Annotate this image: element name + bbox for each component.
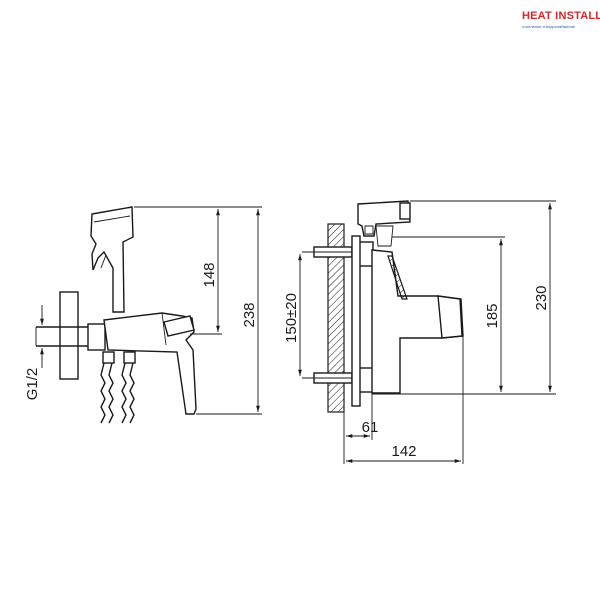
front-view: 148 238 G1/2 [24, 206, 262, 424]
dim-side-body-height: 185 [484, 303, 501, 328]
side-wall [327, 223, 345, 413]
dim-side-wall-offset: 61 [362, 419, 379, 436]
dim-side-total-height: 230 [533, 285, 550, 310]
side-lever-handle [437, 295, 463, 339]
dim-side-mount-spacing: 150±20 [283, 293, 300, 343]
dim-thread-size: G1/2 [24, 368, 41, 401]
side-mount-plate [351, 235, 361, 407]
dim-front-total-height: 238 [241, 302, 258, 327]
brand-name: HEAT INSTALL [522, 10, 600, 22]
brand-tagline: отопление и водоснабжение [522, 24, 576, 29]
front-hose-right [121, 362, 135, 424]
front-hose-left [100, 362, 114, 424]
dim-front-upper-height: 148 [201, 262, 218, 287]
dim-side-total-depth: 142 [391, 443, 416, 460]
front-lever-handle [163, 315, 195, 337]
front-hose-nut-right [123, 351, 136, 364]
side-shower-tip [399, 202, 411, 220]
front-hand-shower [90, 206, 134, 313]
side-view: 150±20 185 230 61 142 [283, 200, 556, 464]
front-hose-nut-left [102, 351, 115, 364]
front-mixer-body [103, 312, 197, 415]
front-wall-flange [59, 291, 79, 380]
brand-logo: HEAT INSTALL отопление и водоснабжение [522, 8, 600, 34]
front-inlet-nut [87, 323, 106, 351]
